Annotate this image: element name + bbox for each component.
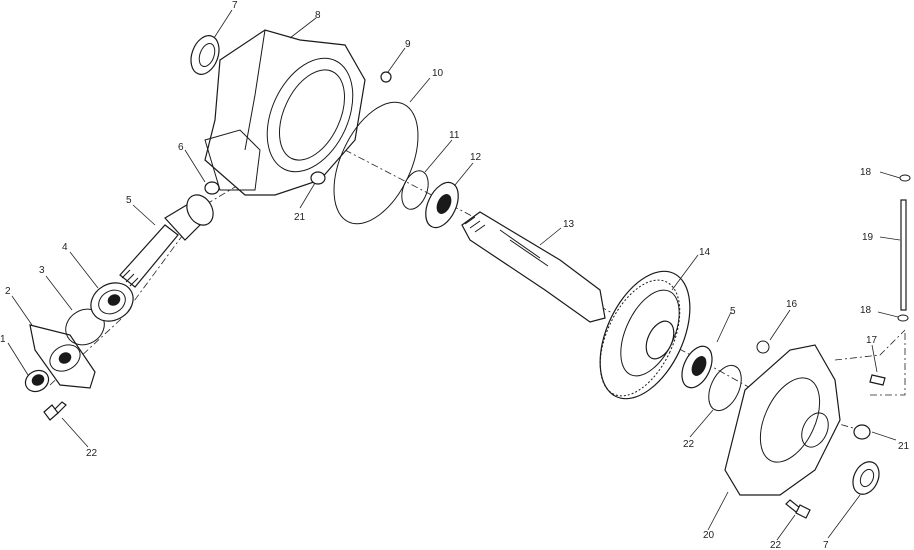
callout-14: 14 [699,247,711,258]
callout-21-right: 21 [898,441,910,452]
part-14-ring-gear [599,270,691,400]
callout-11: 11 [449,130,460,141]
part-1-cap [24,369,50,393]
part-13-output-shaft [461,211,606,323]
part-17-dowel-pin [869,374,886,386]
callout-16: 16 [786,299,798,310]
part-15-bearing [681,345,713,389]
part-21-plug-right [853,424,871,440]
part-20-rear-cover [724,344,841,496]
part-11-shim [401,170,429,210]
part-18-clip-top [899,174,911,182]
part-12-bearing [425,181,459,229]
part-5-pinion-shaft [119,194,214,288]
part-7-seal-bottom [852,461,880,495]
callout-9: 9 [405,39,411,50]
part-8-gearcase-housing [204,29,366,196]
part-23-o-ring [708,364,742,412]
callout-1: 1 [0,334,6,345]
part-22-bolt-bottom [785,499,811,519]
part-4-bearing [90,282,134,322]
callout-6: 6 [178,142,184,153]
callout-8: 8 [315,10,321,21]
part-22-bolt-left [43,401,67,421]
part-7-seal-top [190,35,220,75]
callout-4: 4 [62,242,68,253]
pin-guide-line [834,329,906,396]
callout-21-left: 21 [294,212,306,223]
callout-19: 19 [862,232,874,243]
callout-18-bottom: 18 [860,305,872,316]
callout-22-mid: 22 [683,439,695,450]
callout-3: 3 [39,265,45,276]
callout-7-bottom: 7 [823,540,829,550]
callout-18-top: 18 [860,167,872,178]
callout-12: 12 [470,152,482,163]
callout-22-left: 22 [86,448,98,459]
part-6-bushing [204,181,220,195]
callout-2: 2 [5,286,11,297]
part-19-rod [900,199,907,311]
callout-5: 5 [126,195,132,206]
callout-7-top: 7 [232,0,238,11]
part-2-cover-plate [29,324,96,389]
callout-15: 5 [730,306,736,317]
callout-20: 20 [703,530,715,541]
part-18-clip-bottom [897,314,909,322]
callout-22-bottom: 22 [770,540,782,550]
callout-13: 13 [563,219,575,230]
leader-lines [7,9,901,541]
part-9-plug [380,71,392,83]
callout-10: 10 [432,68,444,79]
callout-17: 17 [866,335,878,346]
part-16-small-ring [756,340,770,354]
